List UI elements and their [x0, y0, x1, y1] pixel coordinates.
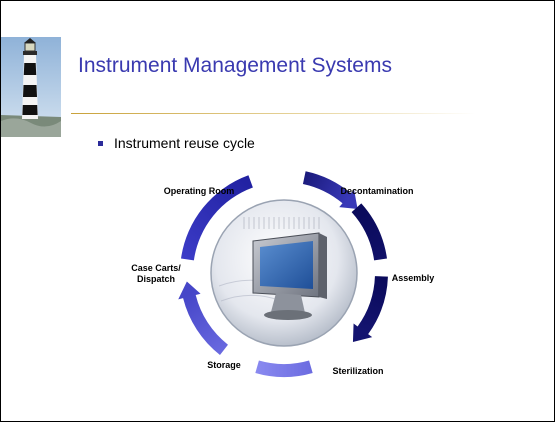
stage-label-case-carts-dispatch: Case Carts/Dispatch [131, 263, 181, 284]
slide-title: Instrument Management Systems [78, 54, 392, 77]
stage-label-decontamination: Decontamination [340, 186, 413, 196]
cycle-arrow-segment [302, 171, 358, 210]
stage-label-operating-room: Operating Room [164, 186, 235, 196]
cycle-arrows [178, 171, 388, 378]
title-divider [71, 113, 476, 114]
bullet-square-icon [98, 140, 103, 146]
cycle-arrow-segment [181, 175, 253, 261]
lighthouse-logo [1, 37, 61, 137]
cycle-arrow-segment [352, 276, 388, 342]
stage-label-assembly: Assembly [392, 273, 435, 283]
cycle-labels: Operating Room Decontamination Assembly … [131, 186, 434, 376]
bullet-item: Instrument reuse cycle [98, 135, 255, 151]
stage-label-storage: Storage [207, 360, 241, 370]
cycle-arrow-segment [351, 203, 387, 261]
bullet-text: Instrument reuse cycle [114, 135, 255, 151]
cycle-arrow-segment [178, 281, 228, 355]
computer-monitor-icon [252, 232, 327, 320]
cycle-arrow-segment [255, 360, 313, 378]
stage-label-sterilization: Sterilization [332, 366, 383, 376]
